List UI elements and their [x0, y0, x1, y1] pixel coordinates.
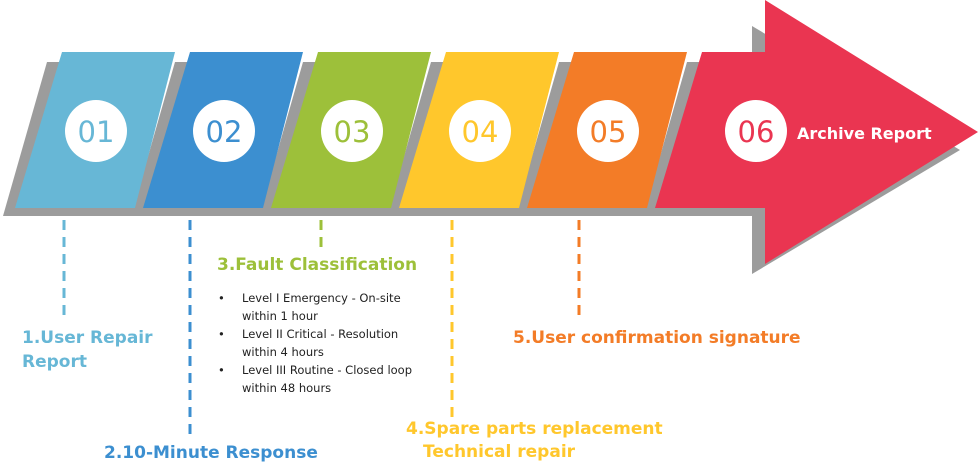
- step-06-arrow: [655, 0, 978, 264]
- list-item: Level I Emergency - On-site within 1 hou…: [218, 289, 418, 325]
- step-03-number: 03: [334, 115, 371, 149]
- step-02-title: 2.10-Minute Response: [104, 443, 318, 463]
- step-03-badge: 03: [321, 100, 383, 162]
- step-03-title: 3.Fault Classification: [217, 255, 418, 275]
- step-01-badge: 01: [65, 100, 127, 162]
- step-04-title-line1: 4.Spare parts replacement: [406, 419, 663, 439]
- step-05-badge: 05: [577, 100, 639, 162]
- list-item: Level III Routine - Closed loop within 4…: [218, 361, 418, 397]
- step-04-badge: 04: [449, 100, 511, 162]
- step-01-title: 1.User Repair Report: [22, 328, 153, 372]
- step-05-number: 05: [590, 115, 627, 149]
- archive-report-label: Archive Report: [797, 124, 932, 143]
- step-05-title: 5.User confirmation signature: [513, 328, 801, 348]
- step-04-number: 04: [462, 115, 499, 149]
- step-04-title: 4.Spare parts replacement Technical repa…: [406, 418, 696, 464]
- step-02-number: 02: [206, 115, 243, 149]
- list-item: Level II Critical - Resolution within 4 …: [218, 325, 418, 361]
- step-06-number: 06: [738, 115, 775, 149]
- step-06-badge: 06: [725, 100, 787, 162]
- step-01-number: 01: [78, 115, 115, 149]
- fault-classification-list: Level I Emergency - On-site within 1 hou…: [218, 289, 418, 397]
- step-02-badge: 02: [193, 100, 255, 162]
- step-04-title-line2: Technical repair: [423, 442, 576, 462]
